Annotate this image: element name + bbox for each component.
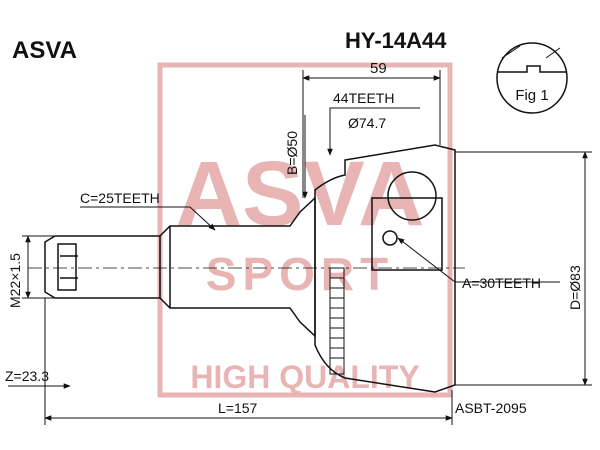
leader-abs (327, 107, 420, 156)
label-reference: ASBT-2095 (455, 400, 527, 416)
inner-race-hole (382, 230, 398, 246)
label-length: L=157 (218, 400, 258, 416)
abs-ring (329, 267, 345, 375)
watermark-logo: ASVA (176, 143, 425, 245)
watermark-frame (157, 62, 453, 398)
label-b-dim: B=Ø50 (284, 131, 300, 175)
watermark-tagline: HIGH QUALITY (190, 359, 419, 395)
bell-housing (314, 144, 456, 393)
brand-title: ASVA (12, 37, 77, 64)
label-a-teeth: A=30TEETH (462, 275, 541, 291)
watermark: ASVA SPORT HIGH QUALITY (157, 62, 453, 398)
ball (387, 171, 437, 221)
figure-label: Fig 1 (515, 87, 548, 104)
dimension-lines (8, 70, 592, 425)
bearing-cage (371, 197, 443, 271)
part-outline (44, 144, 456, 393)
leader-a (397, 237, 560, 283)
label-thread: M22×1.5 (7, 253, 23, 308)
threaded-stub (44, 235, 161, 299)
part-number: HY-14A44 (345, 28, 447, 53)
stub-flat (57, 243, 77, 291)
label-abs-diameter: Ø74.7 (348, 115, 386, 131)
label-z-dim: Z=23.3 (5, 368, 49, 384)
leader-c (80, 206, 216, 231)
watermark-sub: SPORT (206, 248, 394, 300)
label-abs-teeth: 44TEETH (333, 90, 394, 106)
label-d-dim: D=Ø83 (567, 265, 583, 310)
figure-callout: Fig 1 (496, 42, 568, 114)
label-width-top: 59 (370, 60, 387, 77)
label-c-teeth: C=25TEETH (80, 190, 160, 206)
